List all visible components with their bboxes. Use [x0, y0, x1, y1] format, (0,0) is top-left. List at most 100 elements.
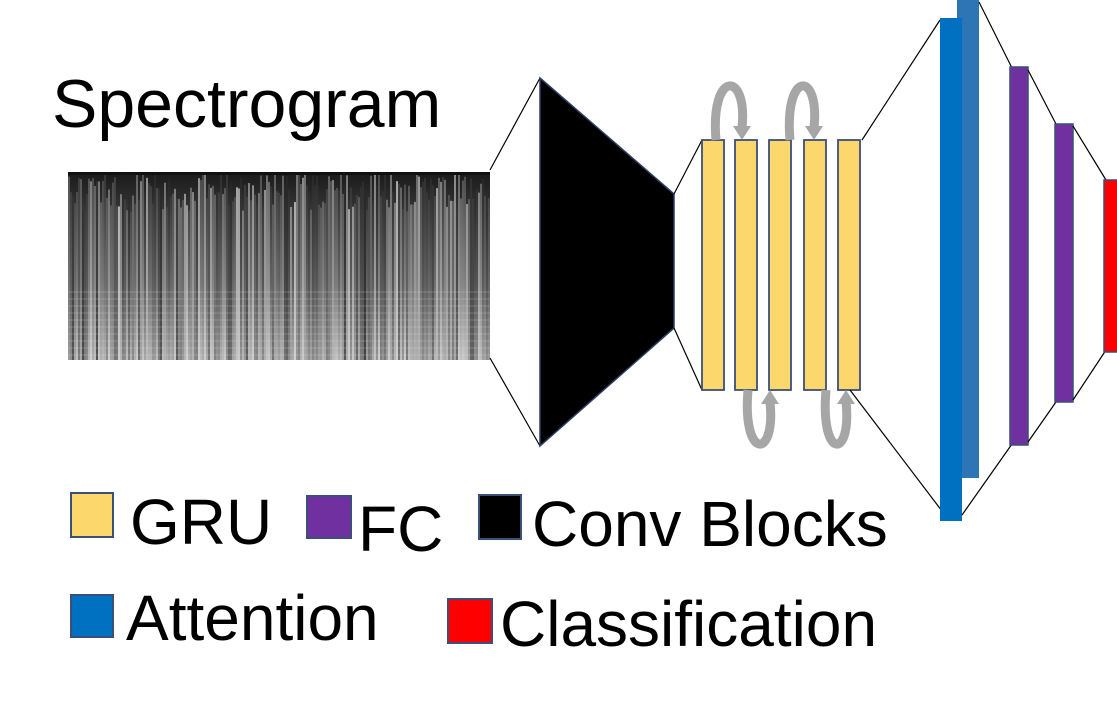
- spectrogram-title: Spectrogram: [52, 66, 442, 142]
- connector-line: [673, 327, 703, 391]
- spectrogram-stripe: [332, 180, 334, 360]
- spectrogram-stripe: [318, 204, 320, 360]
- connector-line: [673, 139, 703, 195]
- spectrogram-stripe: [362, 181, 364, 360]
- spectrogram-stripe: [78, 178, 80, 360]
- spectrogram-stripe: [366, 209, 368, 360]
- spectrogram-stripe: [128, 195, 130, 360]
- spectrogram-stripe: [376, 183, 378, 360]
- connector-line: [1072, 349, 1107, 401]
- spectrogram-stripe: [466, 204, 468, 360]
- legend-label-gru: GRU: [130, 486, 273, 558]
- spectrogram-stripe: [396, 181, 398, 360]
- spectrogram-stripe: [312, 175, 314, 360]
- spectrogram-stripe: [72, 195, 74, 360]
- spectrogram-stripe: [102, 180, 104, 360]
- gru-bar-4: [803, 139, 827, 391]
- spectrogram-stripe: [480, 183, 482, 360]
- spectrogram-stripe: [290, 206, 292, 360]
- spectrogram-stripe: [418, 176, 420, 360]
- recurrent-arrows: [710, 81, 855, 449]
- loop-arrow-icon: [820, 389, 852, 449]
- legend-label-fc: FC: [358, 493, 444, 565]
- spectrogram-stripe: [76, 191, 78, 360]
- spectrogram-stripe: [364, 196, 366, 360]
- fc-bar-2: [1054, 123, 1074, 403]
- spectrogram-stripe: [96, 181, 98, 360]
- spectrogram-stripe: [330, 180, 332, 360]
- spectrogram-stripe: [488, 198, 490, 360]
- spectrogram-stripe: [158, 188, 160, 360]
- spectrogram-stripe: [350, 187, 352, 360]
- spectrogram-stripe: [242, 210, 244, 360]
- spectrogram-stripe: [304, 172, 306, 360]
- spectrogram-stripe: [360, 187, 362, 360]
- spectrogram-stripe: [244, 184, 246, 360]
- spectrogram-stripe: [88, 178, 90, 360]
- attention-bar: [940, 18, 962, 521]
- spectrogram-stripe: [262, 208, 264, 360]
- spectrogram-stripe: [126, 210, 128, 360]
- spectrogram-stripe: [164, 182, 166, 360]
- spectrogram-stripe: [352, 206, 354, 360]
- spectrogram-stripe: [202, 172, 204, 360]
- spectrogram-stripe: [348, 209, 350, 360]
- spectrogram-stripe: [338, 190, 340, 360]
- spectrogram-stripe: [106, 197, 108, 360]
- gru-bar-1: [701, 139, 725, 391]
- gru-bar-5: [837, 139, 861, 391]
- spectrogram-stripe: [404, 184, 406, 360]
- spectrogram-stripe: [354, 203, 356, 360]
- spectrogram-stripe: [122, 186, 124, 360]
- gru-bar-3: [768, 139, 792, 391]
- spectrogram-stripe: [336, 187, 338, 360]
- spectrogram-stripe: [190, 187, 192, 360]
- spectrogram-stripe: [314, 185, 316, 360]
- spectrogram-stripe: [182, 200, 184, 360]
- spectrogram-stripe: [204, 173, 206, 360]
- connector-line: [1027, 69, 1057, 125]
- spectrogram-stripe: [484, 195, 486, 360]
- spectrogram-stripe: [388, 207, 390, 360]
- spectrogram-stripe: [482, 179, 484, 360]
- legend-label-conv: Conv Blocks: [532, 488, 888, 560]
- spectrogram-stripe: [252, 185, 254, 360]
- spectrogram-stripe: [264, 189, 266, 360]
- spectrogram-stripe: [320, 207, 322, 360]
- spectrogram-stripe: [478, 192, 480, 360]
- loop-arrow-icon: [742, 389, 776, 449]
- spectrogram-stripe: [180, 207, 182, 360]
- spectrogram-stripe: [274, 174, 276, 360]
- spectrogram-stripe: [414, 201, 416, 360]
- spectrogram-stripe: [476, 189, 478, 360]
- spectrogram-stripe: [194, 200, 196, 360]
- spectrogram-stripe: [308, 191, 310, 360]
- spectrogram-stripe: [140, 181, 142, 360]
- spectrogram-stripe: [474, 196, 476, 360]
- connector-line: [978, 1, 1013, 69]
- spectrogram-stripe: [74, 203, 76, 360]
- spectrogram-stripe: [356, 194, 358, 360]
- spectrogram-stripe: [368, 197, 370, 360]
- spectrogram-stripe: [224, 188, 226, 360]
- spectrogram-stripe: [278, 192, 280, 360]
- spectrogram-stripe: [216, 191, 218, 360]
- spectrogram-stripe: [92, 178, 94, 360]
- connector-line: [961, 443, 1013, 516]
- spectrogram-stripe: [218, 192, 220, 360]
- spectrogram-stripe: [296, 172, 298, 360]
- spectrogram-stripe: [324, 203, 326, 360]
- spectrogram-stripe: [420, 187, 422, 360]
- spectrogram-stripe: [450, 200, 452, 360]
- spectrogram-stripe: [82, 210, 84, 360]
- spectrogram-stripe: [192, 192, 194, 360]
- legend-swatch-classification: [447, 598, 493, 644]
- spectrogram-image: [68, 172, 490, 360]
- spectrogram-stripe: [150, 186, 152, 360]
- spectrogram-stripe: [392, 192, 394, 360]
- spectrogram-stripe: [426, 191, 428, 360]
- spectrogram-stripe: [300, 183, 302, 360]
- arrowhead-icon: [733, 126, 751, 140]
- spectrogram-stripe: [174, 188, 176, 360]
- spectrogram-stripe: [230, 183, 232, 360]
